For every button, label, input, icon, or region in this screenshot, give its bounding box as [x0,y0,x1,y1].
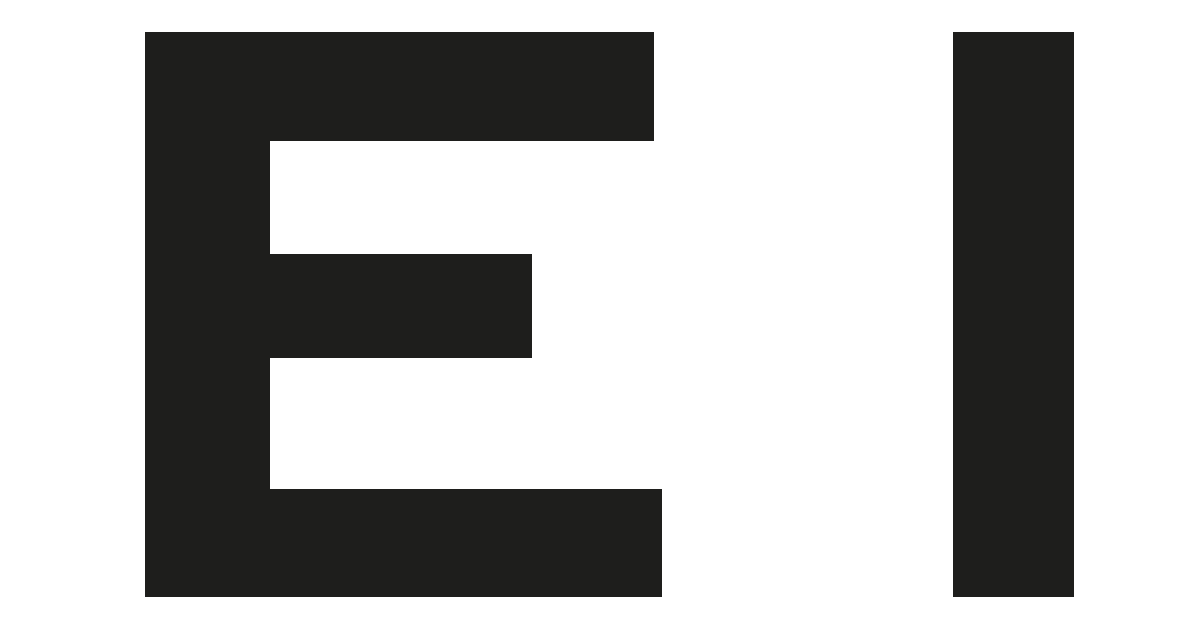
letter-e-glyph [145,32,662,597]
letter-i-glyph [953,32,1074,597]
